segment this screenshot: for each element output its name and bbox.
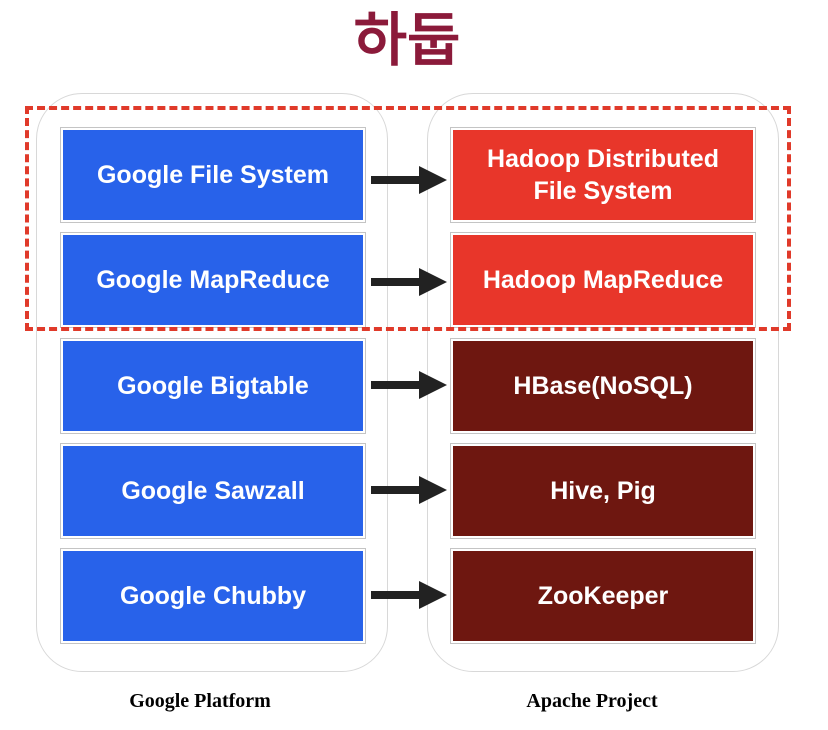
page-title: 하둡: [353, 6, 461, 74]
hadoop-mapreduce-box: Hadoop MapReduce: [450, 232, 756, 328]
google-sawzall-box: Google Sawzall: [60, 443, 366, 539]
google-chubby-box: Google Chubby: [60, 548, 366, 644]
right-arrow-icon: [371, 268, 447, 296]
right-arrow-icon: [371, 371, 447, 399]
right-arrow-icon: [371, 166, 447, 194]
google-mapreduce-box: Google MapReduce: [60, 232, 366, 328]
apache-project-label: Apache Project: [526, 690, 658, 712]
hive-pig-box: Hive, Pig: [450, 443, 756, 539]
google-file-system-box: Google File System: [60, 127, 366, 223]
zookeeper-box: ZooKeeper: [450, 548, 756, 644]
right-arrow-icon: [371, 476, 447, 504]
hadoop-distributed-file-system-box: Hadoop Distributed File System: [450, 127, 756, 223]
google-platform-label: Google Platform: [129, 690, 271, 712]
hbase-box: HBase(NoSQL): [450, 338, 756, 434]
right-arrow-icon: [371, 581, 447, 609]
hadoop-core-highlight: [25, 106, 791, 331]
google-bigtable-box: Google Bigtable: [60, 338, 366, 434]
